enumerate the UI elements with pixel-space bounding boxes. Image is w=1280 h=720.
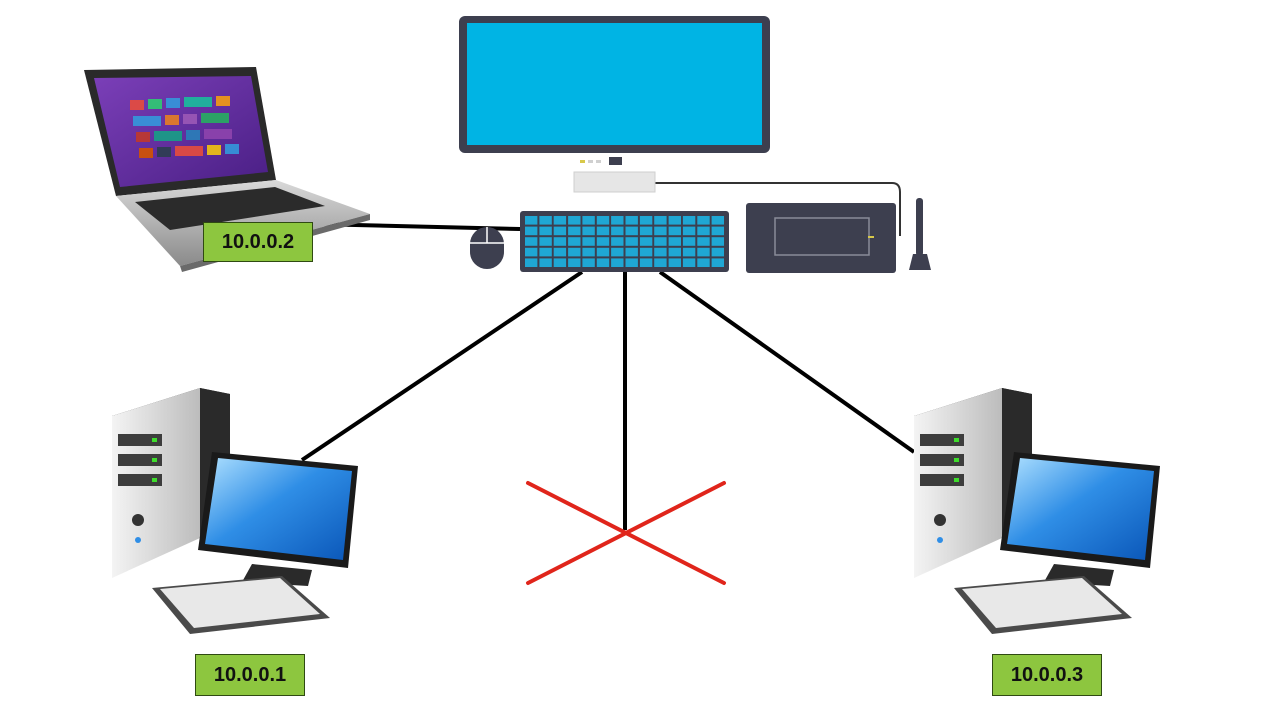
monitor-icon — [459, 16, 770, 193]
desktop-pc-icon — [112, 388, 358, 634]
tablet-icon — [746, 203, 896, 273]
disconnect-x-icon — [526, 481, 726, 585]
tablet-cable — [655, 182, 901, 236]
desktop-pc-icon — [914, 388, 1160, 634]
ip-label-right-pc: 10.0.0.3 — [992, 654, 1102, 696]
ip-label-laptop: 10.0.0.2 — [203, 222, 313, 262]
stylus-icon — [909, 198, 931, 270]
cable-right-pc — [658, 270, 916, 454]
cable-left-pc — [300, 270, 584, 462]
mouse-icon — [470, 227, 504, 269]
keyboard-icon — [520, 211, 729, 272]
ip-label-left-pc: 10.0.0.1 — [195, 654, 305, 696]
